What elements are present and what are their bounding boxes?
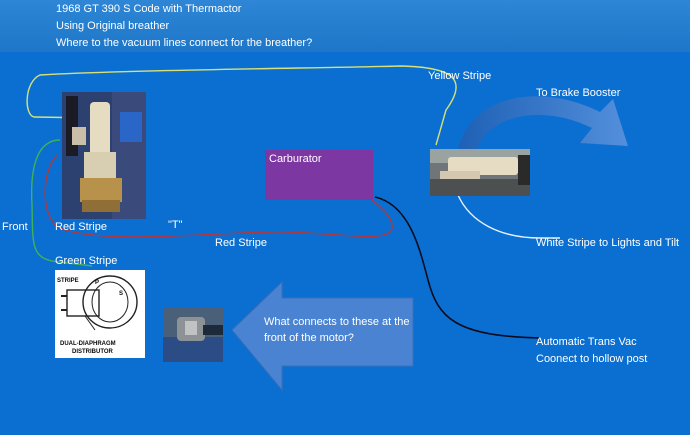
automatic-trans-label-2: Coonect to hollow post: [536, 353, 648, 365]
dual-diaphragm-distributor-image: STRIPE P S DUAL-DIAPHRAGM DISTRIBUTOR: [55, 270, 145, 358]
brake-booster-connector-photo: [430, 149, 530, 196]
carburator-label: Carburator: [269, 153, 322, 165]
yellow-stripe-wire: [26, 65, 457, 146]
title-line-3: Where to the vacuum lines connect for th…: [56, 37, 313, 49]
front-motor-connector-photo: [163, 307, 223, 362]
yellow-stripe-label: Yellow Stripe: [428, 70, 492, 82]
distributor-p-label: P: [95, 280, 100, 286]
callout-question: What connects to these at the front of t…: [264, 316, 410, 344]
distributor-s-label: S: [119, 291, 124, 297]
callout-arrow: [231, 280, 414, 392]
green-stripe-label: Green Stripe: [55, 255, 118, 267]
white-stripe-wire: [457, 194, 560, 239]
white-stripe-label: White Stripe to Lights and Tilt: [536, 237, 680, 249]
t-junction-label: "T": [168, 219, 183, 231]
distributor-caption-1: DUAL-DIAPHRAGM: [60, 341, 116, 347]
title-banner: 1968 GT 390 S Code with Thermactor Using…: [0, 0, 690, 52]
brake-booster-arrow: [458, 96, 628, 150]
title-line-2: Using Original breather: [56, 20, 170, 32]
distributor-stripe-label: STRIPE: [57, 278, 79, 284]
red-stripe-center-label: Red Stripe: [215, 237, 267, 249]
breather-valve-photo: [62, 92, 146, 219]
distributor-caption-2: DISTRIBUTOR: [72, 349, 113, 355]
front-label: Front: [2, 221, 28, 233]
red-stripe-wire: [44, 154, 393, 238]
automatic-trans-wire: [374, 196, 541, 339]
automatic-trans-label-1: Automatic Trans Vac: [536, 336, 637, 348]
title-line-1: 1968 GT 390 S Code with Thermactor: [56, 3, 242, 15]
red-stripe-left-label: Red Stripe: [55, 221, 107, 233]
to-brake-booster-label: To Brake Booster: [536, 87, 621, 99]
carburator-box: Carburator: [265, 150, 373, 200]
green-stripe-wire: [30, 139, 93, 267]
